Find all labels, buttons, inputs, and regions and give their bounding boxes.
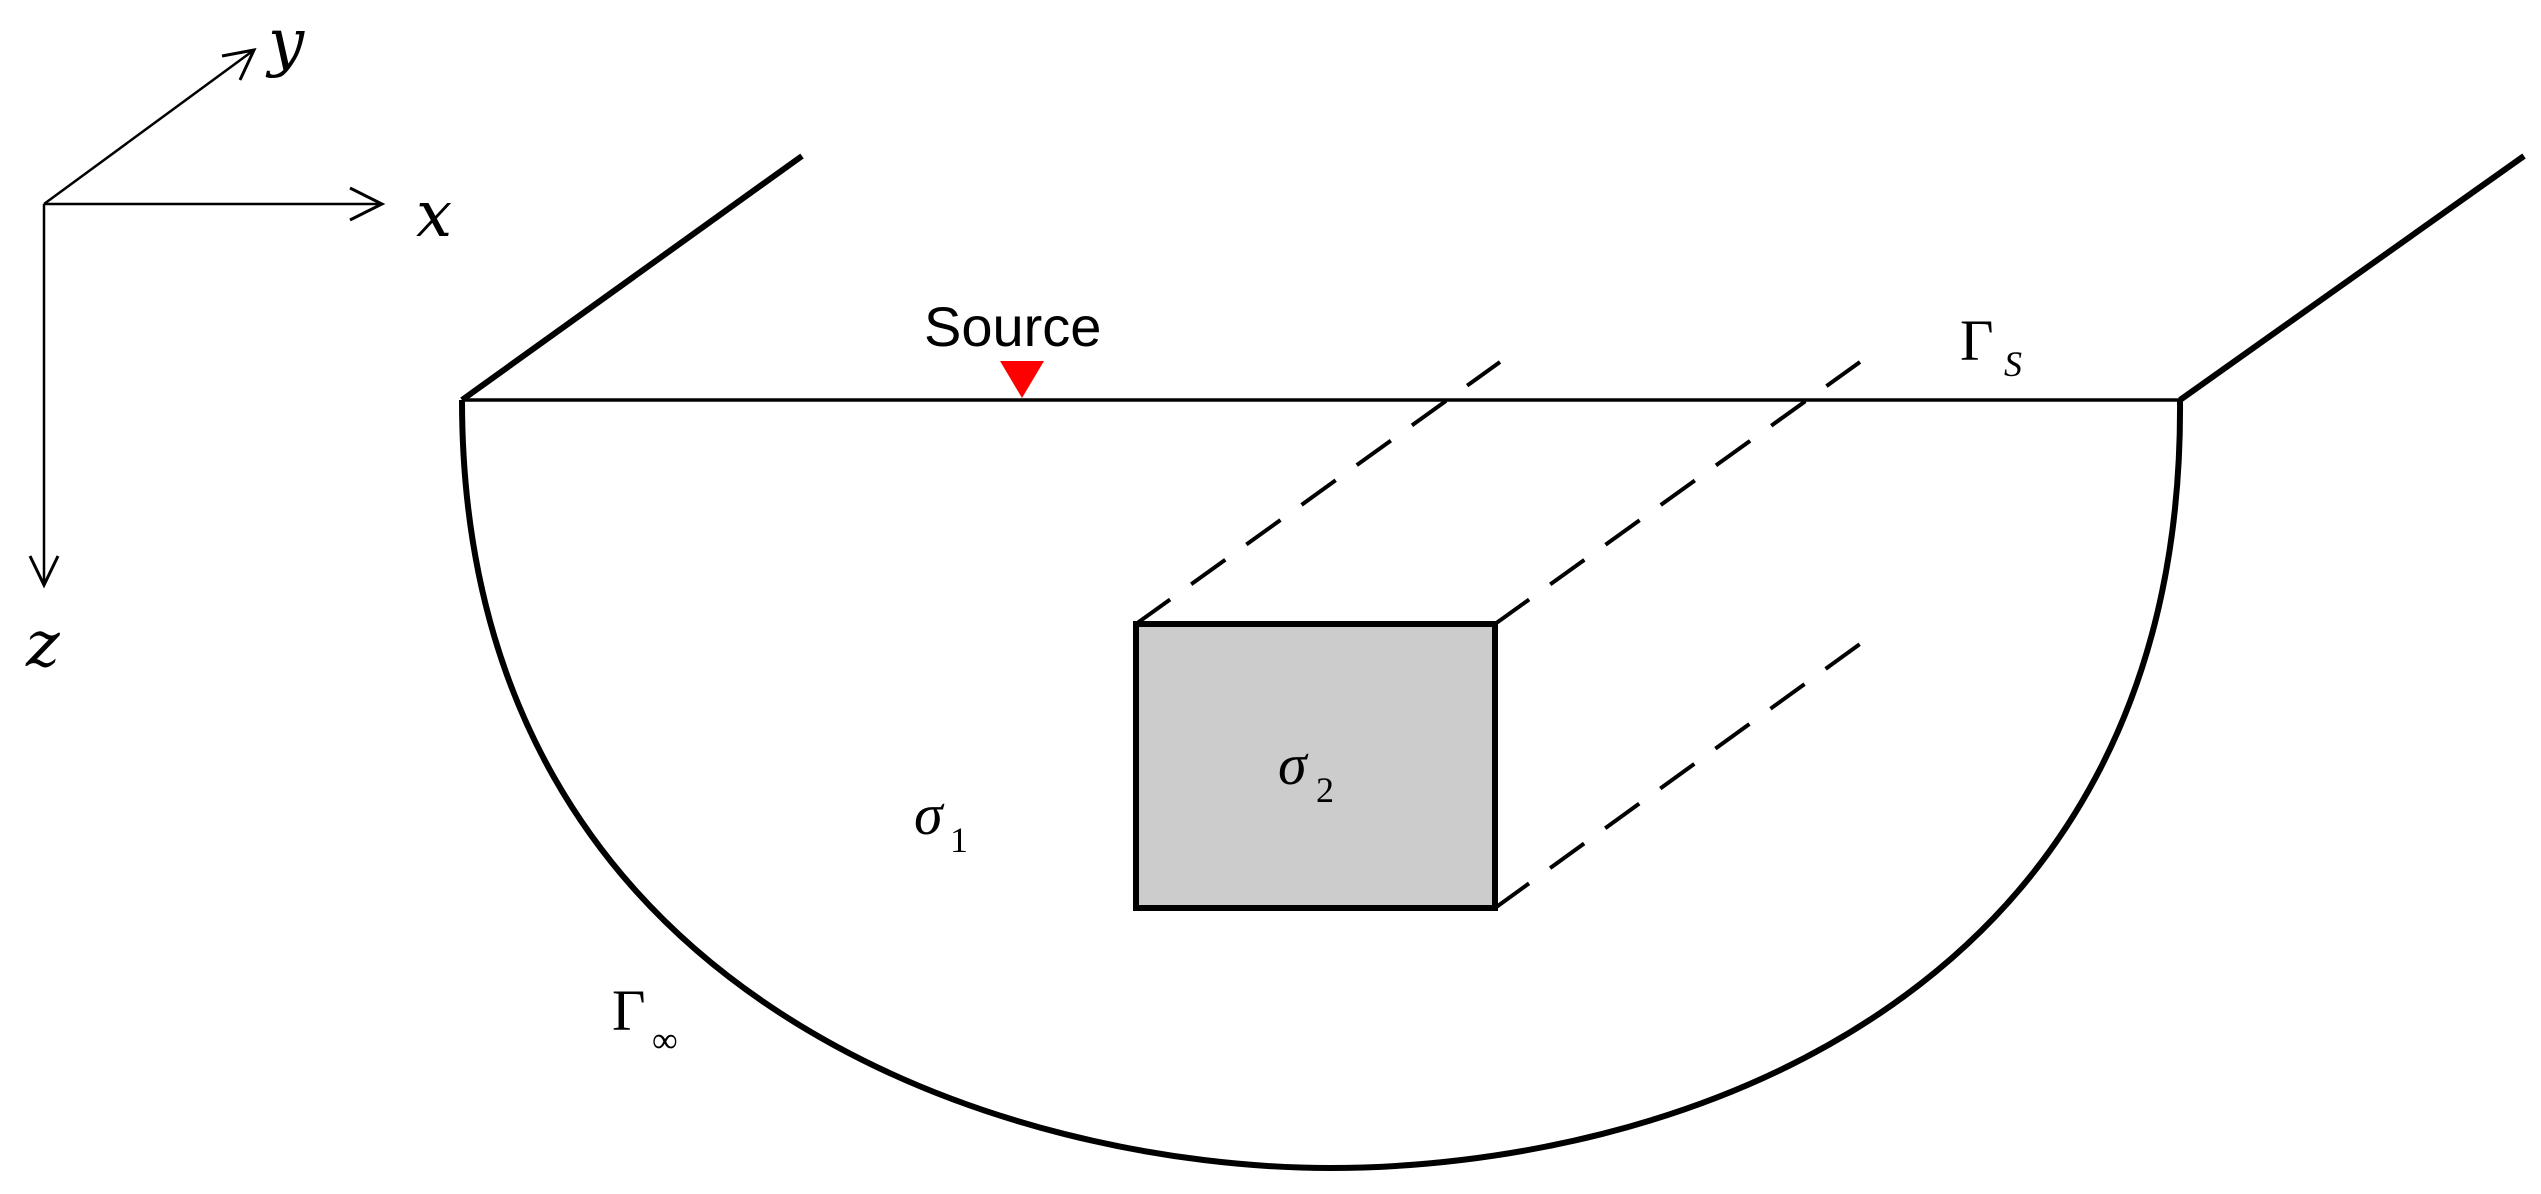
background-conductivity-symbol: σ — [914, 782, 945, 847]
source-marker-icon — [1000, 361, 1044, 398]
surface-boundary-symbol: Γ — [1960, 308, 1994, 373]
surface-boundary-subscript: S — [2004, 344, 2022, 384]
surface-right-edge — [2178, 153, 2526, 403]
background-conductivity-subscript: 1 — [950, 820, 968, 860]
z-axis-arrowhead — [28, 555, 60, 589]
infinity-boundary-arc — [459, 399, 2184, 1172]
coordinate-axes — [28, 47, 386, 589]
anomaly-conductivity-subscript: 2 — [1316, 770, 1334, 810]
infinity-boundary-symbol: Γ — [612, 978, 646, 1043]
y-axis-arrowhead — [221, 47, 257, 81]
background-conductivity-label: σ 1 — [914, 782, 968, 860]
anomaly-conductivity-label: σ 2 — [1278, 732, 1334, 810]
x-axis-label: x — [416, 178, 452, 252]
anomaly-body — [1133, 621, 1498, 911]
infinity-boundary-label: Γ ∞ — [612, 978, 678, 1060]
prism-top-right-edge — [1493, 360, 1862, 626]
y-axis-line — [43, 48, 255, 206]
infinity-boundary-subscript: ∞ — [652, 1020, 678, 1060]
y-axis-label: y — [265, 6, 305, 80]
surface-left-edge — [460, 153, 804, 403]
prism-bottom-right-edge — [1493, 642, 1862, 910]
source-label: Source — [924, 295, 1101, 358]
prism-top-left-edge — [1134, 360, 1502, 626]
x-axis-arrowhead — [349, 186, 386, 222]
surface-boundary-label: Γ S — [1960, 308, 2022, 384]
z-axis-label: z — [25, 608, 61, 682]
anomaly-conductivity-symbol: σ — [1278, 732, 1309, 797]
prism-dashed-edges — [1134, 360, 1862, 910]
